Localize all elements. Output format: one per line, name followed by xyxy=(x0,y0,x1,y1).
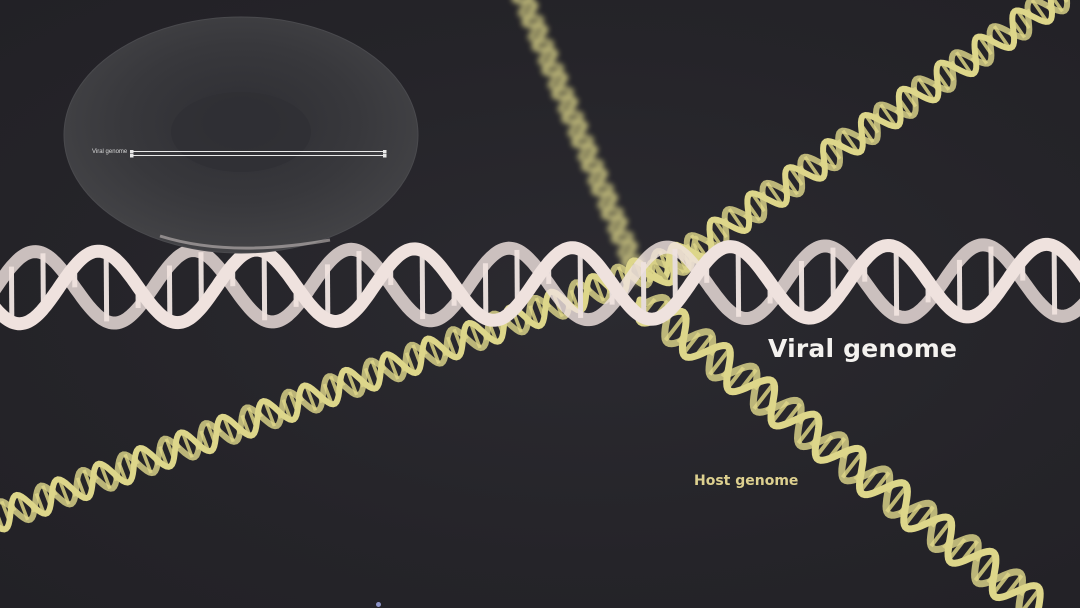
base-pair-rung xyxy=(796,416,820,445)
base-pair-rung xyxy=(57,478,71,505)
base-pair-rung xyxy=(955,51,974,76)
backbone-strand xyxy=(634,296,1044,608)
base-pair-rung xyxy=(917,77,936,102)
base-pair-rung xyxy=(98,463,112,490)
base-pair-rung xyxy=(765,181,784,206)
base-pair-rung xyxy=(803,155,822,180)
base-pair-rung xyxy=(345,369,359,396)
base-pair-rung xyxy=(263,400,277,427)
base-pair-rung xyxy=(879,103,898,128)
base-pair-rung xyxy=(690,234,709,259)
host-genome-strand-upper xyxy=(642,0,1071,287)
base-pair-rung xyxy=(973,553,997,582)
base-pair-rung xyxy=(1022,587,1042,608)
indicator-dot xyxy=(376,602,381,607)
base-pair-rung xyxy=(427,338,441,365)
inset-viral-genome-label: Viral genome xyxy=(92,149,128,155)
base-pair-rung xyxy=(181,431,194,458)
host-genome-far-strand xyxy=(511,0,648,284)
base-pair-rung xyxy=(992,25,1011,49)
base-pair-rung xyxy=(752,382,776,411)
backbone-strand xyxy=(0,237,1080,331)
base-pair-rung xyxy=(304,384,318,412)
base-pair-rung xyxy=(885,484,909,513)
base-pair-rung xyxy=(592,275,606,302)
magnified-inset xyxy=(63,16,419,254)
backbone-strand xyxy=(0,235,699,524)
viral-genome-label: Viral genome xyxy=(768,334,958,363)
host-genome-label: Host genome xyxy=(694,473,799,489)
base-pair-rung xyxy=(222,416,235,443)
viral-genome-strand xyxy=(0,237,1080,331)
base-pair-rung xyxy=(840,450,864,479)
backbone-strand xyxy=(642,0,1056,287)
base-pair-rung xyxy=(663,313,687,342)
base-pair-rung xyxy=(841,129,860,154)
base-pair-rung xyxy=(727,208,746,232)
base-pair-rung xyxy=(386,353,400,380)
base-pair-rung xyxy=(708,347,732,376)
base-pair-rung xyxy=(929,519,953,548)
base-pair-rung xyxy=(652,260,671,285)
base-pair-rung xyxy=(16,494,30,521)
base-pair-rung xyxy=(468,322,482,349)
base-pair-rung xyxy=(1030,0,1049,23)
backbone-strand xyxy=(511,0,648,284)
backbone-strand xyxy=(0,241,708,533)
base-pair-rung xyxy=(139,447,153,474)
